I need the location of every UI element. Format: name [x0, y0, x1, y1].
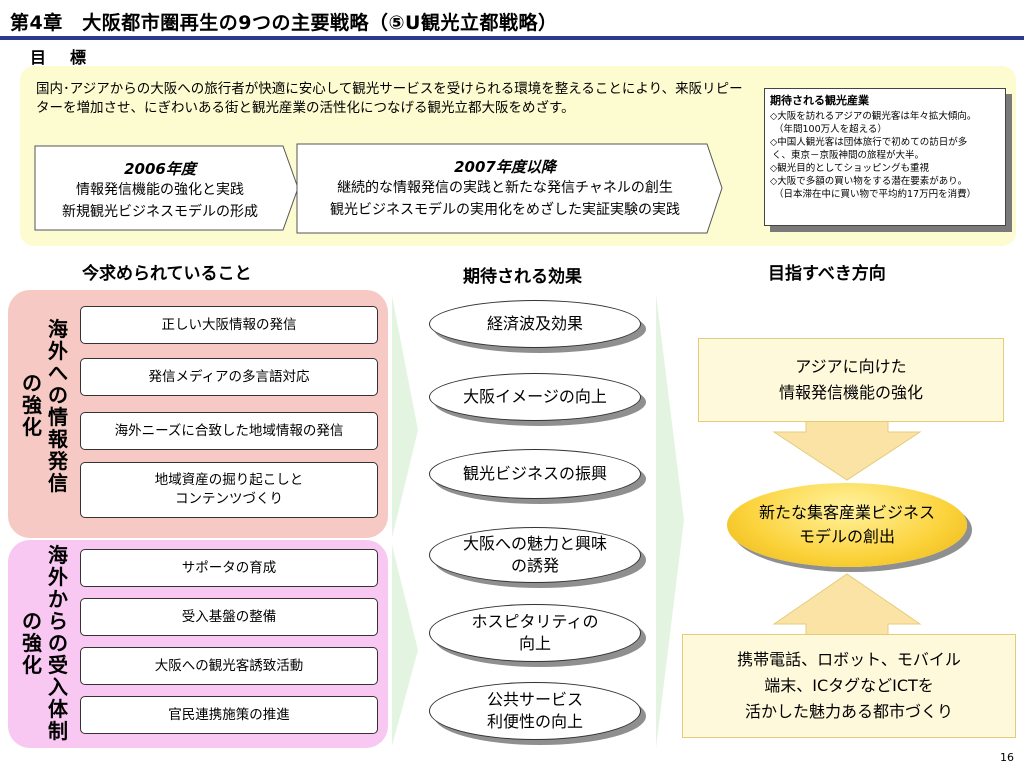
- need-item: 受入基盤の整備: [80, 598, 378, 636]
- need-item: サポータの育成: [80, 549, 378, 587]
- page-title: 第4章 大阪都市圏再生の9つの主要戦略（⑤U観光立都戦略）: [10, 12, 558, 34]
- up-arrow-bottom: [772, 573, 922, 637]
- expected-industry-line: （日本滞在中に買い物で平均約17万円を消費）: [774, 189, 977, 200]
- need-item: 正しい大阪情報の発信: [80, 306, 378, 344]
- title-rule: [0, 36, 1024, 40]
- need-item: 大阪への観光客誘致活動: [80, 647, 378, 685]
- expected-industry-title: 期待される観光産業: [770, 94, 869, 107]
- expected-industry-line: ◇大阪を訪れるアジアの観光客は年々拡大傾向。: [770, 111, 977, 122]
- group2-label-sub: の強化: [22, 609, 42, 677]
- needs-heading: 今求められていること: [82, 264, 252, 284]
- phase1-line-1: 情報発信機能の強化と実践: [76, 182, 244, 198]
- expected-industry-line: （年間100万人を超える）: [774, 124, 887, 135]
- need-item: 地域資産の掘り起こしと コンテンツづくり: [80, 462, 378, 518]
- need-item: 発信メディアの多言語対応: [80, 358, 378, 396]
- expected-industry-line: く、東京－京阪神間の旅程が大半。: [772, 150, 925, 161]
- effect-ellipse: ホスピタリティの 向上: [429, 604, 641, 662]
- effect-ellipse: 経済波及効果: [429, 300, 641, 348]
- group1-label-main: 海外への情報発信: [48, 317, 68, 495]
- phase2-line-1: 継続的な情報発信の実践と新たな発信チャネルの創生: [337, 180, 673, 196]
- direction-top-box: アジアに向けた 情報発信機能の強化: [698, 338, 1004, 422]
- down-arrow-top: [772, 411, 922, 481]
- phase2-year: 2007年度以降: [454, 158, 556, 176]
- direction-heading: 目指すべき方向: [768, 264, 886, 284]
- flow-arrow-group2: [392, 545, 418, 746]
- expected-industry-line: ◇観光目的としてショッピングも重視: [770, 163, 930, 174]
- phase1-line-2: 新規観光ビジネスモデルの形成: [62, 204, 258, 220]
- expected-industry-line: ◇大阪で多額の買い物をする潜在要素があり。: [770, 176, 968, 187]
- phase1-box: 2006年度 情報発信機能の強化と実践 新規観光ビジネスモデルの形成: [35, 152, 285, 223]
- goal-description: 国内･アジアからの大阪への旅行者が快適に安心して観光サービスを受けられる環境を整…: [36, 81, 743, 116]
- direction-bottom-box: 携帯電話、ロボット、モバイル 端末、ICタグなどICTを 活かした魅力ある都市づ…: [682, 634, 1016, 738]
- effects-heading: 期待される効果: [463, 267, 582, 287]
- flow-arrow-group1: [392, 296, 418, 538]
- phase2-box: 2007年度以降 継続的な情報発信の実践と新たな発信チャネルの創生 観光ビジネス…: [300, 150, 710, 221]
- phase2-line-2: 観光ビジネスモデルの実用化をめざした実証実験の実践: [330, 202, 680, 218]
- expected-industry-box: 期待される観光産業 ◇大阪を訪れるアジアの観光客は年々拡大傾向。 （年間100万…: [764, 88, 1006, 226]
- expected-industry-line: ◇中国人観光客は団体旅行で初めての訪日が多: [770, 137, 968, 148]
- need-item: 海外ニーズに合致した地域情報の発信: [80, 412, 378, 450]
- phase1-year: 2006年度: [124, 160, 196, 178]
- effect-ellipse: 大阪イメージの向上: [429, 373, 641, 421]
- group1-label-sub: の強化: [22, 371, 42, 439]
- need-item: 官民連携施策の推進: [80, 696, 378, 734]
- phase2-arrow-shape: [296, 143, 723, 234]
- effect-ellipse: 大阪への魅力と興味 の誘発: [429, 527, 641, 583]
- effect-ellipse: 観光ビジネスの振興: [429, 449, 641, 499]
- page-number: 16: [1000, 751, 1014, 764]
- direction-center-oval: 新たな集客産業ビジネス モデルの創出: [727, 483, 967, 567]
- group2-label-main: 海外からの受入体制: [48, 543, 68, 743]
- flow-arrow-effects: [656, 294, 684, 748]
- phase1-arrow-shape: [34, 145, 299, 231]
- goal-heading: 目 標: [30, 48, 91, 67]
- effect-ellipse: 公共サービス 利便性の向上: [429, 682, 641, 740]
